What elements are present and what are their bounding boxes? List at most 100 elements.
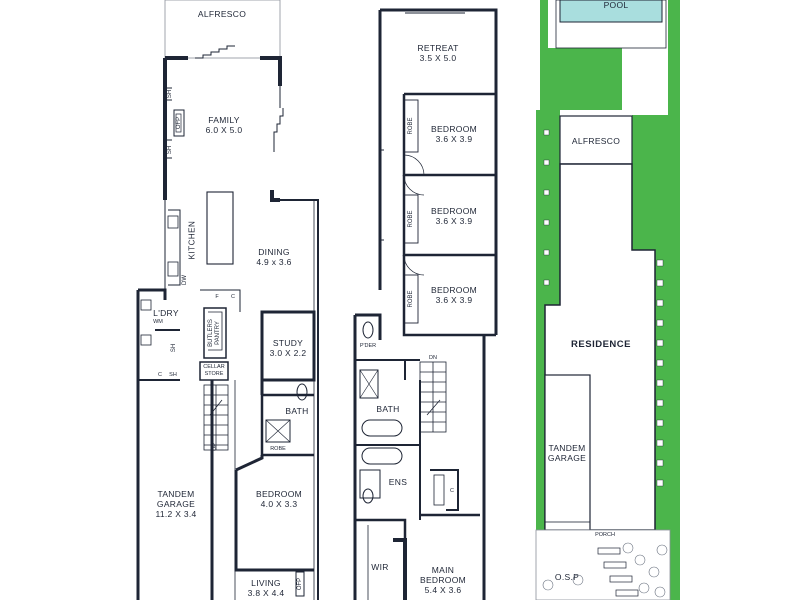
site-garage-name: TANDEM bbox=[548, 443, 586, 453]
ground-garage-name2: GARAGE bbox=[156, 499, 196, 509]
site-garage-label: TANDEM GARAGE bbox=[548, 443, 586, 463]
ground-stairs bbox=[203, 384, 229, 451]
cellar-store bbox=[199, 361, 229, 381]
bedroom-1-dim: 3.6 X 3.9 bbox=[435, 134, 473, 144]
first-floor-plan bbox=[353, 8, 498, 600]
sh-label-1: SH bbox=[167, 89, 173, 99]
ground-bedroom-label: BEDROOM 4.0 X 3.3 bbox=[256, 489, 302, 509]
main-bedroom-name2: BEDROOM bbox=[419, 575, 467, 585]
living-fireplace bbox=[295, 571, 305, 597]
bedroom-2-label: BEDROOM 3.6 X 3.9 bbox=[431, 206, 477, 226]
cupboard-label: C bbox=[231, 294, 235, 300]
kitchen-island bbox=[206, 191, 234, 265]
study-walls bbox=[260, 310, 316, 382]
study-label: STUDY 3.0 X 2.2 bbox=[270, 338, 307, 358]
ground-robe-label: ROBE bbox=[270, 446, 286, 452]
bedroom-1-label: BEDROOM 3.6 X 3.9 bbox=[431, 124, 477, 144]
dining-east-wall bbox=[280, 199, 319, 600]
site-plan bbox=[535, 0, 680, 600]
main-bedroom-name: MAIN bbox=[431, 565, 455, 575]
osp-area bbox=[535, 529, 671, 600]
robe-label-1: ROBE bbox=[408, 117, 414, 135]
bedroom-2-name: BEDROOM bbox=[430, 206, 478, 216]
laundry-c-label: C bbox=[158, 372, 162, 378]
kitchen-label: KITCHEN bbox=[187, 220, 197, 260]
site-alfresco-label: ALFRESCO bbox=[571, 136, 621, 146]
family-room-label: FAMILY 6.0 X 5.0 bbox=[206, 115, 243, 135]
lawn-west bbox=[540, 48, 622, 110]
ground-garage-name: TANDEM bbox=[157, 489, 195, 499]
ground-bedroom-dim: 4.0 X 3.3 bbox=[260, 499, 298, 509]
wir-label: WIR bbox=[371, 562, 389, 572]
first-bath-label: BATH bbox=[376, 404, 400, 414]
garage-walls bbox=[136, 380, 214, 600]
wm-label: WM bbox=[153, 319, 163, 325]
first-c-label: C bbox=[450, 488, 454, 494]
site-tandem-garage bbox=[544, 374, 591, 531]
pool bbox=[559, 0, 663, 23]
site-garage-name2: GARAGE bbox=[547, 453, 587, 463]
main-bedroom-walls bbox=[355, 513, 480, 540]
ground-bedroom-name: BEDROOM bbox=[255, 489, 303, 499]
hedge-markers bbox=[543, 129, 664, 487]
pool-label: POOL bbox=[603, 0, 629, 10]
living-label: LIVING 3.8 X 4.4 bbox=[248, 578, 285, 598]
butlers-pantry bbox=[203, 307, 227, 359]
laundry-label: L'DRY bbox=[153, 308, 179, 318]
lawn-east-top bbox=[668, 0, 680, 600]
dining-dim: 4.9 x 3.6 bbox=[256, 257, 292, 267]
study-dim: 3.0 X 2.2 bbox=[269, 348, 307, 358]
living-ofp-label: OFP bbox=[297, 577, 303, 591]
pder-walls bbox=[353, 313, 382, 600]
main-bedroom-label: MAIN BEDROOM 5.4 X 3.6 bbox=[420, 565, 466, 595]
kitchen-bench bbox=[164, 200, 181, 290]
bedroom-3-dim: 3.6 X 3.9 bbox=[435, 295, 473, 305]
bedroom-1-name: BEDROOM bbox=[430, 124, 478, 134]
first-bath-walls bbox=[355, 380, 421, 520]
robe-label-3: ROBE bbox=[408, 290, 414, 308]
store-label: STORE bbox=[204, 371, 224, 377]
bedroom-3-label: BEDROOM 3.6 X 3.9 bbox=[431, 285, 477, 305]
sh-label-2: SH bbox=[167, 145, 173, 155]
ground-garage-dim: 11.2 X 3.4 bbox=[155, 509, 197, 519]
ground-garage-label: TANDEM GARAGE 11.2 X 3.4 bbox=[155, 489, 196, 519]
porch-label: PORCH bbox=[595, 532, 615, 538]
fridge-label: F bbox=[215, 294, 219, 300]
study-name: STUDY bbox=[272, 338, 304, 348]
family-dim: 6.0 X 5.0 bbox=[205, 125, 243, 135]
laundry-sh-label: SH bbox=[171, 343, 177, 353]
cellar-label: CELLAR bbox=[203, 364, 225, 370]
ens-label: ENS bbox=[388, 477, 408, 487]
bifold-doors bbox=[195, 45, 235, 59]
osp-label: O.S.P bbox=[554, 572, 580, 582]
family-name: FAMILY bbox=[208, 115, 240, 125]
stepping-pavers bbox=[597, 547, 639, 597]
retreat-label: RETREAT 3.5 X 5.0 bbox=[417, 43, 458, 63]
family-east-windows bbox=[273, 86, 284, 152]
ground-bedroom-walls bbox=[234, 455, 314, 572]
living-dim: 3.8 X 4.4 bbox=[247, 588, 285, 598]
pantry-label: PANTRY bbox=[215, 321, 221, 345]
dw-label: DW bbox=[182, 275, 188, 285]
ground-floor-plan bbox=[136, 0, 319, 600]
main-bedroom-dim: 5.4 X 3.6 bbox=[424, 585, 462, 595]
dining-name: DINING bbox=[258, 247, 290, 257]
butlers-label: BUTLERS bbox=[208, 319, 214, 347]
first-floor-stairs bbox=[419, 361, 447, 433]
ground-bath-label: BATH bbox=[285, 406, 309, 416]
garden-shrubs bbox=[542, 542, 668, 598]
ofp-label: OFP bbox=[176, 116, 182, 130]
laundry-walls bbox=[136, 288, 167, 600]
bedroom-3-name: BEDROOM bbox=[430, 285, 478, 295]
robe-label-2: ROBE bbox=[408, 210, 414, 228]
family-fireplace bbox=[173, 109, 185, 137]
dn-label: DN bbox=[429, 355, 437, 361]
living-name: LIVING bbox=[251, 578, 281, 588]
ground-alfresco-label: ALFRESCO bbox=[197, 9, 247, 19]
pder-label: P'DER bbox=[359, 343, 377, 349]
bedroom-2-dim: 3.6 X 3.9 bbox=[435, 216, 473, 226]
laundry-sh2-label: SH bbox=[169, 372, 177, 378]
dining-room-label: DINING 4.9 x 3.6 bbox=[256, 247, 291, 267]
residence-label: RESIDENCE bbox=[571, 339, 631, 350]
